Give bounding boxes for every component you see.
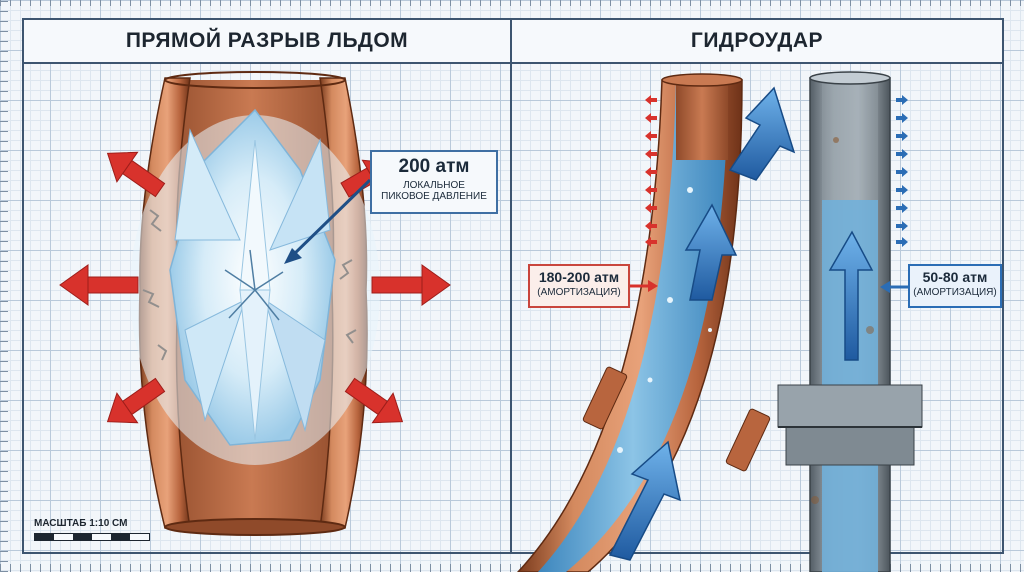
peak-pressure-line2: ПИКОВОЕ ДАВЛЕНИЕ <box>381 191 487 202</box>
copper-callout-pointer <box>630 280 658 292</box>
steel-callout-pointer <box>880 281 908 293</box>
left-ruler <box>0 0 8 572</box>
water-flow-arrows <box>608 86 796 561</box>
copper-pressure-ticks <box>645 95 657 247</box>
peak-pressure-value: 200 атм <box>398 156 470 177</box>
steel-pipe <box>777 71 923 572</box>
curved-copper-pipe <box>516 73 771 572</box>
top-ruler <box>0 0 1024 14</box>
steel-pressure-note: (АМОРТИЗАЦИЯ) <box>913 287 997 298</box>
ice-crystals <box>130 108 380 465</box>
copper-pressure-callout: 180-200 атм (АМОРТИЗАЦИЯ) <box>528 264 630 308</box>
steel-flow-arrow <box>828 230 874 361</box>
left-panel-title: ПРЯМОЙ РАЗРЫВ ЛЬДОМ <box>22 18 512 64</box>
scale-label: МАСШТАБ 1:10 СМ <box>34 518 128 529</box>
peak-pressure-line1: ЛОКАЛЬНОЕ <box>403 180 465 191</box>
peak-pressure-callout: 200 атм ЛОКАЛЬНОЕ ПИКОВОЕ ДАВЛЕНИЕ <box>370 150 498 214</box>
scale-bar <box>34 533 150 541</box>
copper-pressure-value: 180-200 атм <box>538 269 620 285</box>
copper-pressure-note: (АМОРТИЗАЦИЯ) <box>537 287 621 298</box>
burst-pressure-arrows <box>59 151 451 424</box>
steel-pressure-ticks <box>896 95 908 247</box>
steel-pressure-callout: 50-80 атм (АМОРТИЗАЦИЯ) <box>908 264 1002 308</box>
peak-pressure-leader <box>284 178 372 264</box>
right-panel-title: ГИДРОУДАР <box>510 18 1004 64</box>
steel-pressure-value: 50-80 атм <box>922 269 988 285</box>
bottom-ruler <box>0 564 1024 572</box>
